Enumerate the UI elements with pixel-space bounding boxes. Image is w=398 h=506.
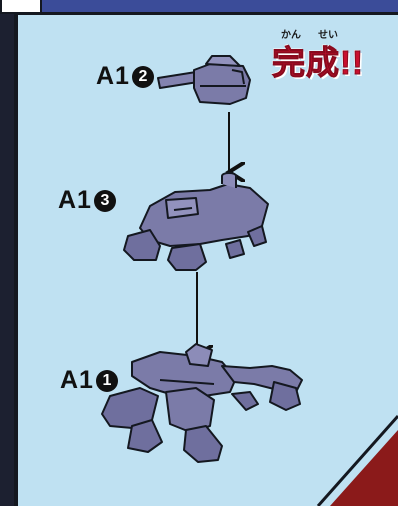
legs-part <box>102 344 302 462</box>
part-number-badge: 3 <box>94 190 116 212</box>
part-number-badge: 2 <box>132 66 154 88</box>
part-number-badge: 1 <box>96 370 118 392</box>
part-label-legs: A1 1 <box>60 366 118 395</box>
part-code: A1 <box>60 366 94 395</box>
corner-decoration <box>330 430 398 506</box>
part-code: A1 <box>96 62 130 91</box>
hull-part <box>124 173 268 270</box>
turret-part <box>158 56 250 104</box>
part-label-hull: A1 3 <box>58 186 116 215</box>
part-label-turret: A1 2 <box>96 62 154 91</box>
part-code: A1 <box>58 186 92 215</box>
